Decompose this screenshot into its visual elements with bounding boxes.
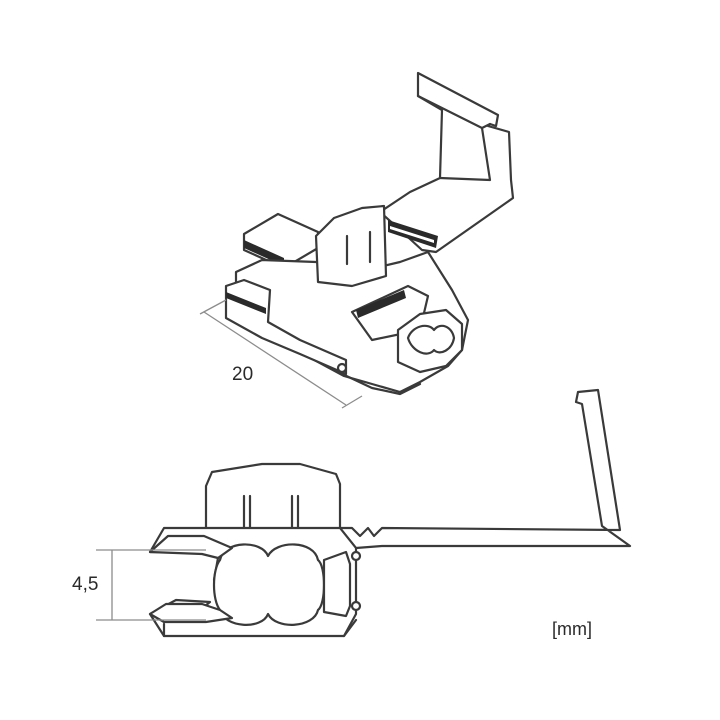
dim20-extension-right (341, 395, 363, 409)
side-blade-slot-left (242, 494, 252, 534)
isometric-view (224, 71, 515, 396)
run-wire-channel (224, 278, 348, 376)
body-detent (336, 362, 348, 374)
run-wire-stripe (226, 292, 266, 314)
tap-wire-stripe (356, 290, 406, 318)
side-end-cap (322, 550, 352, 618)
dimension-label-length: 20 (232, 364, 254, 385)
unit-label: [mm] (552, 619, 592, 639)
side-detent-upper (350, 550, 362, 562)
front-end-profile (396, 308, 464, 374)
side-view (148, 388, 632, 638)
dimension-4-5 (96, 549, 206, 621)
hinged-lid (378, 71, 515, 254)
contact-blade (314, 204, 388, 288)
dim20-extension-left (199, 299, 227, 315)
dimension-20 (199, 299, 363, 409)
side-blade-slot-right (290, 494, 300, 534)
side-detent-lower (350, 600, 362, 612)
side-blade-housing (204, 462, 342, 532)
side-upper-jaw (148, 534, 234, 560)
side-lower-jaw (148, 602, 234, 624)
dimension-label-height: 4,5 (72, 574, 99, 595)
front-end-cavity (406, 324, 456, 355)
body-bottom-edge (336, 370, 422, 396)
lid-inner-edge (416, 94, 492, 182)
side-bottom-lip (162, 618, 358, 638)
blade-rib-stripes-light (390, 226, 434, 243)
dim20-line (203, 311, 347, 406)
side-wire-cavity (212, 543, 326, 626)
side-hinge-strap (338, 388, 632, 550)
